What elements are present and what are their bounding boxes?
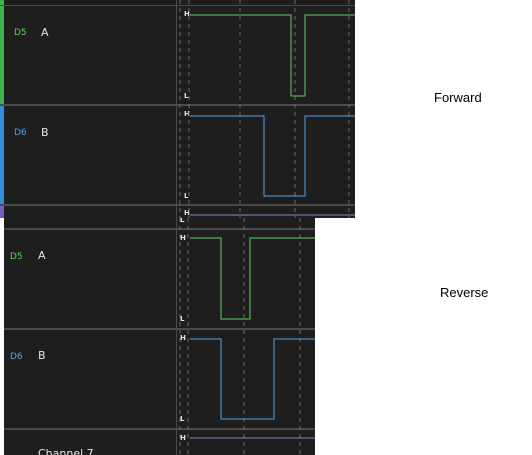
reverse-capture-panel: L D5 A H L D6 B H L Channel 7 H [4,218,315,455]
channel-name: B [38,349,46,362]
channel-id: D6 [10,352,23,362]
d5-waveform-trace [190,237,315,320]
low-level-label: L [180,415,185,423]
channel-color-stripe-d7 [0,206,4,218]
high-level-label: H [184,10,190,18]
channel-id: D5 [10,252,23,262]
row-divider [0,104,355,106]
low-level-label: L [184,192,189,200]
row-divider [0,204,355,206]
high-level-label: H [184,110,190,118]
high-level-label: H [180,434,186,442]
high-level-label: H [180,334,186,342]
row-divider [0,5,355,6]
channel-color-stripe-d5 [0,0,4,104]
channel-id: D5 [14,28,27,38]
reverse-label: Reverse [440,285,489,300]
reverse-waveform-area [179,218,315,455]
channel-color-stripe-d6 [0,106,4,204]
channel-name: A [38,249,46,262]
row-divider [4,328,315,330]
label-column-divider [176,0,177,218]
low-level-label: L [184,92,189,100]
channel-name: Channel 7 [38,447,94,455]
forward-waveform-area [179,0,355,218]
forward-label: Forward [434,90,482,105]
d6-waveform-trace [190,338,315,420]
label-column-divider [176,218,177,455]
channel-id: D6 [14,128,27,138]
channel-name: A [41,26,49,39]
high-level-label: H [180,234,186,242]
low-level-label: L [180,315,185,323]
channel-name: B [41,126,49,139]
row-divider [4,428,315,430]
d6-waveform-trace [190,115,355,197]
low-level-label: L [180,218,185,224]
d5-waveform-trace [190,14,355,97]
row-divider [4,228,315,230]
forward-capture-panel: D5 A H L D6 B H L H [0,0,355,218]
high-level-label: H [184,209,190,217]
